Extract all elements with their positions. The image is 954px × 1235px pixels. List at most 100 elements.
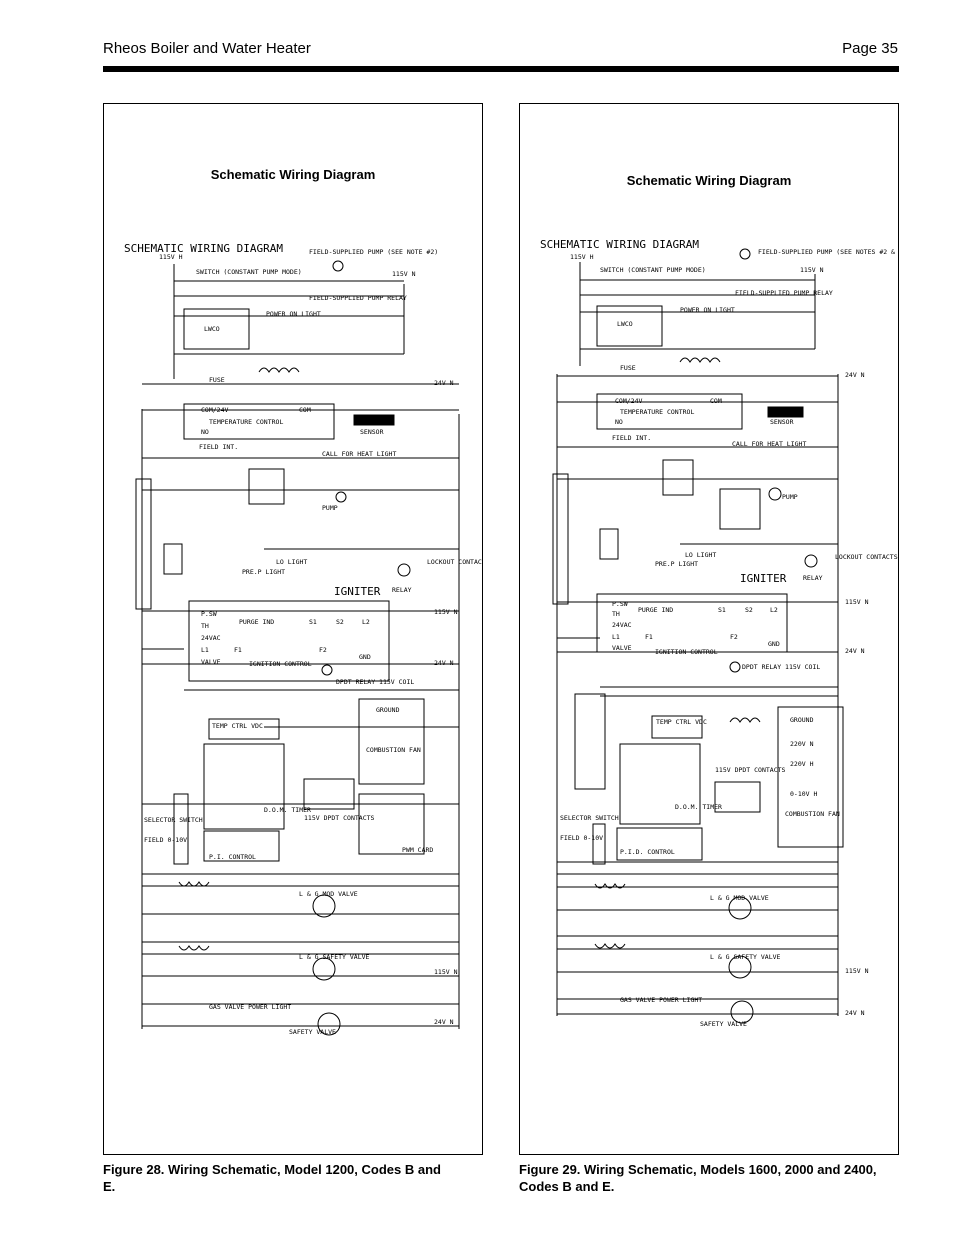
svg-text:P.I. CONTROL: P.I. CONTROL <box>209 853 256 861</box>
figure-28-panel: Schematic Wiring Diagram SCHEMATIC WIRIN… <box>103 103 483 1155</box>
svg-text:D.O.M. TIMER: D.O.M. TIMER <box>675 803 722 811</box>
svg-text:24V N: 24V N <box>434 379 454 387</box>
svg-text:LO LIGHT: LO LIGHT <box>685 551 716 559</box>
temperature-control-box <box>596 393 743 430</box>
svg-text:SENSOR: SENSOR <box>360 428 384 436</box>
combustion-fan-box <box>777 706 844 848</box>
svg-text:NO: NO <box>201 428 209 436</box>
wiring-schematic-1200: SCHEMATIC WIRING DIAGRAM <box>124 242 482 1036</box>
svg-text:COMBUSTION FAN: COMBUSTION FAN <box>366 746 421 754</box>
svg-text:L & G SAFETY VALVE: L & G SAFETY VALVE <box>299 953 370 961</box>
svg-text:PUMP: PUMP <box>782 493 798 501</box>
sensor-block <box>767 406 804 418</box>
svg-text:F2: F2 <box>730 633 738 641</box>
figure-29-panel: Schematic Wiring Diagram SCHEMATIC WIRIN… <box>519 103 899 1155</box>
svg-text:GROUND: GROUND <box>376 706 400 714</box>
ignition-control-box <box>188 600 390 682</box>
svg-text:DPDT RELAY 115V COIL: DPDT RELAY 115V COIL <box>742 663 820 671</box>
svg-text:24VAC: 24VAC <box>201 634 221 642</box>
svg-text:FIELD-SUPPLIED PUMP RELAY: FIELD-SUPPLIED PUMP RELAY <box>309 294 407 302</box>
svg-text:RELAY: RELAY <box>803 574 823 582</box>
svg-text:24V N: 24V N <box>434 1018 454 1026</box>
svg-text:FIELD 0-10V: FIELD 0-10V <box>560 834 603 842</box>
svg-text:PWM CARD: PWM CARD <box>402 846 433 854</box>
pump-time-delay-box <box>248 468 285 505</box>
pwm-card-box <box>358 793 425 855</box>
svg-text:F2: F2 <box>319 646 327 654</box>
svg-text:RELAY: RELAY <box>392 586 412 594</box>
svg-text:SELECTOR SWITCH: SELECTOR SWITCH <box>560 814 619 822</box>
svg-text:FIELD 0-10V: FIELD 0-10V <box>144 836 187 844</box>
svg-text:220V H: 220V H <box>790 760 814 768</box>
wiring-schematic-1600-2400: SCHEMATIC WIRING DIAGRAM <box>540 238 898 1028</box>
svg-text:P.SW: P.SW <box>201 610 217 618</box>
svg-text:L2: L2 <box>362 618 370 626</box>
svg-text:115V N: 115V N <box>845 967 869 975</box>
svg-text:P.I.D. CONTROL: P.I.D. CONTROL <box>620 848 675 856</box>
selector-switch <box>173 793 189 865</box>
svg-text:L1: L1 <box>612 633 620 641</box>
svg-text:PURGE IND: PURGE IND <box>638 606 673 614</box>
svg-text:TH: TH <box>612 610 620 618</box>
header-rule <box>103 66 899 72</box>
svg-text:CALL FOR HEAT LIGHT: CALL FOR HEAT LIGHT <box>732 440 806 448</box>
dom-timer-box <box>203 743 285 830</box>
temperature-control-box <box>183 403 335 440</box>
svg-text:GAS VALVE POWER LIGHT: GAS VALVE POWER LIGHT <box>620 996 702 1004</box>
diagram-heading: SCHEMATIC WIRING DIAGRAM <box>124 242 283 255</box>
svg-text:COM/24V: COM/24V <box>615 397 642 405</box>
svg-text:TH: TH <box>201 622 209 630</box>
svg-text:L & G SAFETY VALVE: L & G SAFETY VALVE <box>710 953 781 961</box>
svg-text:SAFETY VALVE: SAFETY VALVE <box>289 1028 336 1036</box>
svg-text:NO: NO <box>615 418 623 426</box>
svg-text:COMBUSTION FAN: COMBUSTION FAN <box>785 810 840 818</box>
water-limit-switches <box>552 473 569 605</box>
svg-text:115V N: 115V N <box>800 266 824 274</box>
svg-text:TEMP CTRL VDC: TEMP CTRL VDC <box>212 722 263 730</box>
svg-text:SELECTOR SWITCH: SELECTOR SWITCH <box>144 816 203 824</box>
svg-text:LOCKOUT CONTACTS: LOCKOUT CONTACTS <box>427 558 482 566</box>
svg-text:220V N: 220V N <box>790 740 814 748</box>
svg-text:IGNITER: IGNITER <box>334 585 381 598</box>
svg-text:115V N: 115V N <box>434 608 458 616</box>
dom-timer-box <box>619 743 701 825</box>
svg-text:PRE.P LIGHT: PRE.P LIGHT <box>655 560 698 568</box>
svg-text:FIELD-SUPPLIED PUMP RELAY: FIELD-SUPPLIED PUMP RELAY <box>735 289 833 297</box>
svg-text:VALVE: VALVE <box>201 658 221 666</box>
svg-text:COM: COM <box>710 397 722 405</box>
diagram-heading: SCHEMATIC WIRING DIAGRAM <box>540 238 699 251</box>
svg-text:L & G MOD VALVE: L & G MOD VALVE <box>299 890 358 898</box>
svg-text:L & G MOD VALVE: L & G MOD VALVE <box>710 894 769 902</box>
svg-text:D.O.M. TIMER: D.O.M. TIMER <box>264 806 311 814</box>
air-pressure-switch <box>599 528 619 560</box>
svg-text:POWER ON LIGHT: POWER ON LIGHT <box>266 310 321 318</box>
svg-text:COM/24V: COM/24V <box>201 406 228 414</box>
svg-text:PRE.P LIGHT: PRE.P LIGHT <box>242 568 285 576</box>
svg-text:VALVE: VALVE <box>612 644 632 652</box>
svg-text:SAFETY VALVE: SAFETY VALVE <box>700 1020 747 1028</box>
svg-text:S1: S1 <box>309 618 317 626</box>
svg-text:FIELD INT.: FIELD INT. <box>199 443 238 451</box>
svg-text:GND: GND <box>359 653 371 661</box>
svg-text:GROUND: GROUND <box>790 716 814 724</box>
svg-text:LWCO: LWCO <box>617 320 633 328</box>
combustion-fan-box <box>358 698 425 785</box>
svg-text:0-10V H: 0-10V H <box>790 790 817 798</box>
figure-29-caption: Figure 29. Wiring Schematic, Models 1600… <box>519 1162 877 1194</box>
pump-time-delay-box <box>662 459 694 496</box>
dpdt-contacts-box <box>303 778 355 810</box>
pump-relay-box <box>719 488 761 530</box>
svg-text:S1: S1 <box>718 606 726 614</box>
svg-text:LO LIGHT: LO LIGHT <box>276 558 307 566</box>
air-pressure-switch <box>163 543 183 575</box>
dpdt-contacts-box <box>714 781 761 813</box>
sensor-block <box>353 414 395 426</box>
pid-control-box <box>616 827 703 861</box>
svg-text:FIELD-SUPPLIED PUMP (SEE NOTE: FIELD-SUPPLIED PUMP (SEE NOTE #2) <box>309 248 438 256</box>
svg-text:LWCO: LWCO <box>204 325 220 333</box>
svg-text:TEMPERATURE CONTROL: TEMPERATURE CONTROL <box>209 418 283 426</box>
svg-text:GAS VALVE POWER LIGHT: GAS VALVE POWER LIGHT <box>209 1003 291 1011</box>
svg-text:SWITCH (CONSTANT PUMP MODE): SWITCH (CONSTANT PUMP MODE) <box>196 268 302 276</box>
svg-text:IGNITER: IGNITER <box>740 572 787 585</box>
svg-text:IGNITION CONTROL: IGNITION CONTROL <box>655 648 718 656</box>
